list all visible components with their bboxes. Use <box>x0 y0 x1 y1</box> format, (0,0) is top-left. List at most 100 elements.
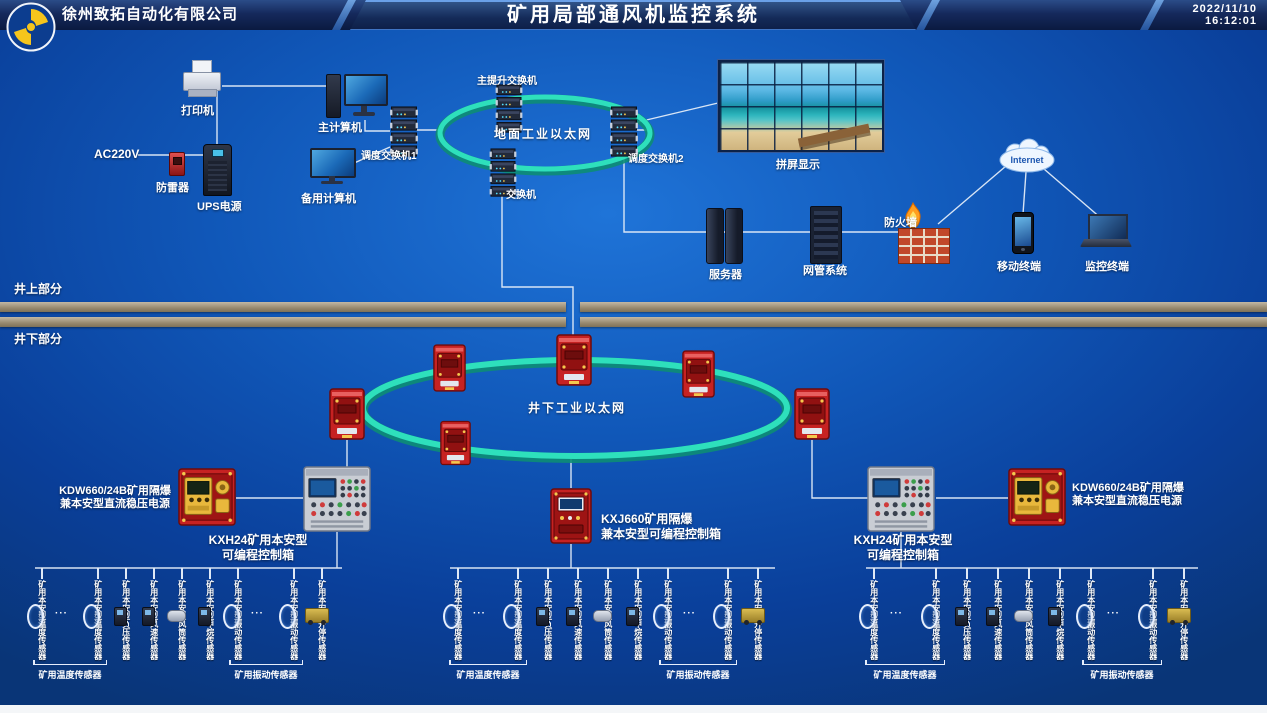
sensor-group-center: 矿用本安型温度传感器···矿用本安型温度传感器矿用本安型负压传感器矿用本安型风速… <box>443 568 778 693</box>
ring-sensor-icon <box>921 604 938 629</box>
ellipsis-dots: ··· <box>251 608 264 619</box>
sensor-column: 矿用本安型振动传感器 <box>653 568 681 668</box>
label-line: 可编程控制箱 <box>866 548 939 562</box>
ring-sensor-icon <box>1138 604 1155 629</box>
sensor-column: 矿用本安型风筒传感器 <box>1014 568 1042 668</box>
sensor-column: 矿用本安型负压传感器 <box>954 568 980 668</box>
mobile-terminal-label: 移动终端 <box>997 261 1041 273</box>
mine-switch-icon[interactable] <box>556 334 592 386</box>
server-tower <box>725 208 743 264</box>
sensor-column: 矿用本安型风速传感器 <box>985 568 1011 668</box>
sensor-group-label: 矿用温度传感器 <box>873 670 937 680</box>
connector-line <box>125 568 127 579</box>
sensor-group-label: 矿用振动传感器 <box>234 670 298 680</box>
flameproof-control-box-icon[interactable] <box>550 488 592 544</box>
mine-switch-icon[interactable] <box>794 388 830 440</box>
surge-protector-icon[interactable] <box>169 152 185 176</box>
center-box-label: KXJ660矿用隔爆 兼本安型可编程控制箱 <box>601 512 721 542</box>
sensor-group-brace: 矿用温度传感器 <box>449 660 527 680</box>
hoist-switch-label: 主提升交换机 <box>477 76 537 87</box>
sensor-column: 矿用本安型开停传感器 <box>741 568 771 668</box>
monitor-terminal-label: 监控终端 <box>1085 261 1129 273</box>
label-line: 兼本安型直流稳压电源 <box>1072 495 1182 507</box>
ellipsis-dots: ··· <box>55 608 68 619</box>
ring-sensor-icon <box>279 604 296 629</box>
right-panel-label: KXH24矿用本安型 可编程控制箱 <box>833 533 973 563</box>
sensor-column: 矿用本安型振动传感器 <box>223 568 251 668</box>
connector-line <box>1090 568 1092 579</box>
pc-base <box>353 112 375 116</box>
dc-power-supply-icon[interactable] <box>178 468 236 526</box>
ellipsis-dots: ··· <box>890 608 903 619</box>
mine-switch-icon[interactable] <box>440 420 471 466</box>
printer-label: 打印机 <box>181 105 214 117</box>
device-sensor-icon <box>955 607 968 626</box>
internet-cloud-icon[interactable]: Internet <box>998 138 1056 174</box>
mine-switch-icon[interactable] <box>433 344 466 392</box>
title-plate <box>350 0 916 30</box>
laptop-base <box>1080 239 1132 247</box>
company-logo <box>6 2 56 52</box>
sensor-column: 矿用本安型开停传感器 <box>305 568 335 668</box>
programmable-control-box-icon[interactable] <box>303 466 371 532</box>
left-panel-label: KXH24矿用本安型 可编程控制箱 <box>188 533 328 563</box>
sensor-ellipsis: ··· <box>1107 568 1135 668</box>
sensor-column: 矿用本安型风筒传感器 <box>593 568 621 668</box>
connector-line <box>667 568 669 579</box>
connector-line <box>457 568 459 579</box>
network-mgmt-icon[interactable] <box>810 206 842 264</box>
sensor-ellipsis: ··· <box>55 568 83 668</box>
server-icon[interactable] <box>704 206 744 264</box>
printer-icon[interactable] <box>182 60 222 100</box>
divider-bar <box>0 317 566 327</box>
connector-line <box>757 568 759 579</box>
monitor-terminal-icon[interactable] <box>1080 214 1132 250</box>
ring-sensor-icon <box>27 604 44 629</box>
connector-line <box>966 568 968 579</box>
backup-computer-icon[interactable] <box>310 148 356 186</box>
video-wall-icon[interactable] <box>718 60 884 152</box>
logo-icon <box>6 2 56 52</box>
firewall-label: 防火墙 <box>884 217 917 229</box>
main-computer-icon[interactable] <box>326 72 388 120</box>
sensor-group-brace: 矿用温度传感器 <box>865 660 945 680</box>
connector-line <box>1028 568 1030 579</box>
label-line: KXH24矿用本安型 <box>208 533 308 547</box>
label-line: 可编程控制箱 <box>221 548 294 562</box>
sensor-ellipsis: ··· <box>473 568 501 668</box>
sensor-column: 矿用本安型开停传感器 <box>1167 568 1197 668</box>
left-power-label: KDW660/24B矿用隔爆 兼本安型直流稳压电源 <box>52 485 178 511</box>
programmable-control-box-icon[interactable] <box>867 466 935 532</box>
connector-line <box>547 568 549 579</box>
mine-switch-icon[interactable] <box>329 388 365 440</box>
ups-icon[interactable] <box>203 144 232 196</box>
divider-bar <box>580 317 1267 327</box>
ac220v-label: AC220V <box>94 147 140 161</box>
backup-computer-label: 备用计算机 <box>301 193 356 205</box>
mobile-terminal-icon[interactable] <box>1012 212 1034 254</box>
ring-sensor-icon <box>223 604 240 629</box>
connector-line <box>181 568 183 579</box>
device-sensor-icon <box>626 607 639 626</box>
sensor-column: 矿用本安型温度传感器 <box>503 568 531 668</box>
fan-sensor-icon <box>1167 608 1191 625</box>
mine-switch-icon[interactable] <box>682 350 715 398</box>
connector-line <box>41 568 43 579</box>
dispatch-switch1-label: 调度交换机1 <box>361 151 417 162</box>
pc-stand <box>361 106 367 112</box>
firewall-icon[interactable] <box>896 202 952 264</box>
server-tower <box>706 208 724 264</box>
label-line: KDW660/24B矿用隔爆 <box>59 485 171 497</box>
sensor-column: 矿用本安型负压传感器 <box>535 568 561 668</box>
page-title: 矿用局部通风机监控系统 <box>507 4 760 26</box>
dc-power-supply-icon[interactable] <box>1008 468 1066 526</box>
device-sensor-icon <box>198 607 211 626</box>
connector-line <box>607 568 609 579</box>
ring-sensor-icon <box>1076 604 1093 629</box>
date-text: 2022/11/10 <box>1192 3 1257 15</box>
connector-line <box>997 568 999 579</box>
connector-line <box>209 568 211 579</box>
connector-line <box>577 568 579 579</box>
company-name: 徐州致拓自动化有限公司 <box>62 6 239 23</box>
